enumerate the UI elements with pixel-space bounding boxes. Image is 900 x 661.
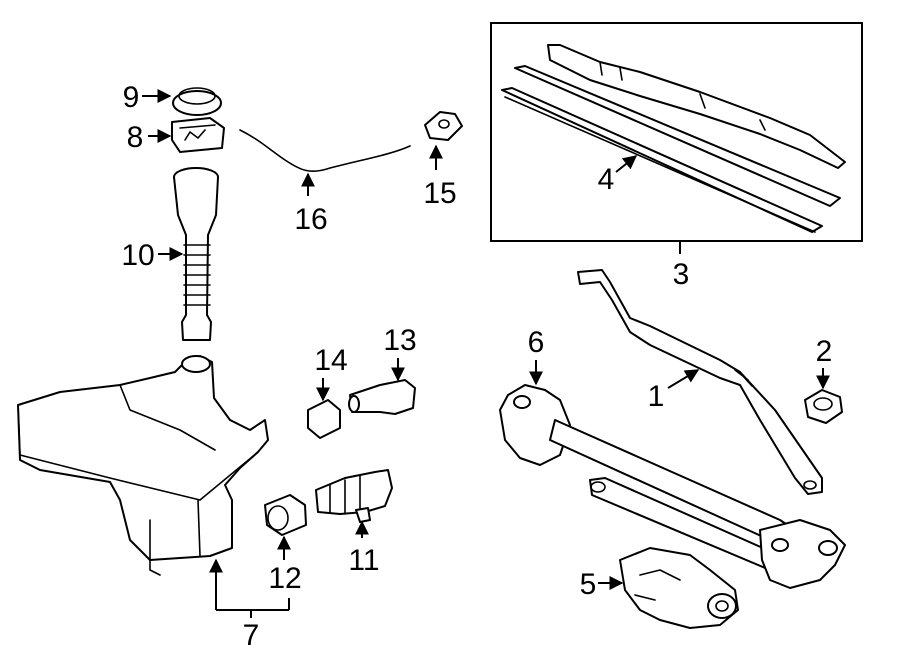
callout-11: 11 [348, 544, 379, 577]
wiper-linkage-part[interactable] [499, 384, 846, 589]
wiper-insert-part[interactable] [504, 96, 816, 233]
callout-1: 1 [648, 380, 665, 413]
filler-cap-part[interactable] [172, 87, 222, 116]
callout-4: 4 [598, 163, 615, 196]
wiper-arm-part[interactable] [577, 269, 823, 495]
callout-8: 8 [127, 121, 144, 154]
wiper-blade-inset-box [490, 22, 863, 242]
callout-5: 5 [580, 568, 597, 601]
washer-nozzle-part[interactable] [424, 111, 463, 141]
callout-3: 3 [673, 258, 690, 291]
level-sensor-part[interactable] [348, 379, 416, 415]
callout-13: 13 [383, 324, 416, 357]
washer-pump-part[interactable] [315, 469, 393, 523]
leader-1 [667, 369, 700, 389]
callout-12: 12 [268, 562, 301, 595]
pump-grommet-part[interactable] [307, 399, 341, 439]
callout-7: 7 [243, 619, 260, 652]
callout-10: 10 [121, 239, 154, 272]
callout-6: 6 [528, 326, 545, 359]
callout-16: 16 [294, 203, 327, 236]
filler-neck-part[interactable] [173, 167, 219, 341]
wiper-motor-part[interactable] [619, 547, 739, 629]
callout-2: 2 [816, 335, 833, 368]
callout-14: 14 [314, 344, 347, 377]
tank-grommet-part[interactable] [264, 494, 307, 536]
leader-4 [615, 155, 638, 173]
washer-tank-part[interactable] [17, 355, 269, 576]
wiper-blade-part[interactable] [501, 44, 846, 233]
leader-7 [216, 609, 289, 618]
filler-clamp-part[interactable] [171, 117, 225, 153]
callout-9: 9 [123, 81, 140, 114]
nut-part[interactable] [804, 389, 843, 424]
washer-hose-part[interactable] [239, 129, 411, 172]
callout-15: 15 [423, 177, 456, 210]
